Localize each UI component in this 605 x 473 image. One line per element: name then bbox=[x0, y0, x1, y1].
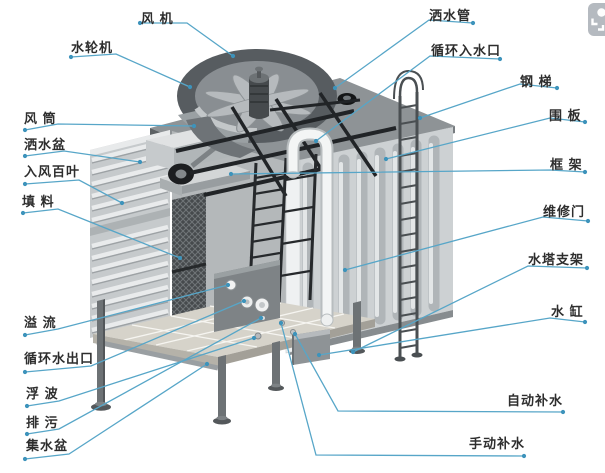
leader-steel-ladder bbox=[419, 83, 558, 119]
leader-fan-stack bbox=[24, 123, 195, 131]
float-valve-fitting bbox=[254, 332, 262, 340]
label-water-turbine: 水轮机 bbox=[71, 40, 114, 55]
inlet-riser-pipe bbox=[286, 127, 334, 327]
leader-lines bbox=[22, 19, 589, 460]
leader-float-valve bbox=[26, 337, 255, 407]
label-drain: 排 污 bbox=[26, 415, 59, 430]
leader-drain bbox=[26, 317, 262, 435]
leader-fill-material bbox=[22, 208, 181, 259]
leader-overflow bbox=[24, 284, 229, 336]
label-enclosure-panel: 围 板 bbox=[549, 108, 582, 123]
label-frame: 框 架 bbox=[550, 157, 583, 172]
label-fill-material: 填 料 bbox=[22, 194, 55, 209]
label-circulating-water-outlet: 循环水出口 bbox=[24, 351, 95, 366]
leader-water-turbine bbox=[70, 53, 191, 88]
label-circulating-water-inlet: 循环入水口 bbox=[431, 43, 502, 58]
label-water-tank: 水 缸 bbox=[551, 304, 584, 319]
label-air-inlet-louver: 入风百叶 bbox=[24, 164, 81, 179]
label-float-valve: 浮 波 bbox=[26, 386, 59, 401]
label-steel-ladder: 钢 梯 bbox=[520, 74, 553, 89]
leader-circulating-water-inlet bbox=[315, 55, 501, 142]
leader-collection-basin bbox=[24, 363, 208, 460]
pipe-end-cap bbox=[320, 313, 334, 327]
label-collection-basin: 集水盆 bbox=[26, 438, 69, 453]
leader-spray-basin bbox=[24, 150, 141, 163]
leader-frame bbox=[230, 169, 586, 175]
label-spray-pipe: 洒水管 bbox=[429, 8, 472, 23]
leader-manual-makeup bbox=[280, 322, 525, 457]
leader-spray-pipe bbox=[334, 19, 474, 89]
photo-watermark-icon bbox=[588, 3, 605, 36]
leader-enclosure-panel bbox=[385, 117, 586, 160]
leader-dots bbox=[20, 20, 591, 462]
leader-fan bbox=[140, 22, 234, 57]
label-spray-basin: 洒水盆 bbox=[24, 137, 67, 152]
label-tower-support: 水塔支架 bbox=[528, 252, 585, 267]
label-fan: 风 机 bbox=[141, 11, 174, 26]
leader-access-door bbox=[344, 216, 589, 271]
fill-material-mesh bbox=[171, 192, 207, 344]
label-auto-makeup-water: 自动补水 bbox=[507, 393, 564, 408]
tower-support-legs bbox=[91, 299, 365, 425]
leader-water-tank bbox=[318, 317, 586, 356]
label-overflow: 溢 流 bbox=[24, 315, 57, 330]
leader-air-inlet-louver bbox=[24, 179, 123, 204]
frame-lattice bbox=[175, 92, 397, 197]
water-tank-box bbox=[292, 329, 330, 365]
cowl-skirt bbox=[186, 116, 256, 158]
label-fan-stack: 风 筒 bbox=[24, 111, 57, 126]
steel-ladder bbox=[393, 69, 424, 362]
label-access-door: 维修门 bbox=[543, 204, 586, 219]
fan-motor-hub bbox=[249, 66, 269, 119]
leader-tower-support bbox=[352, 265, 588, 353]
leader-auto-makeup bbox=[294, 333, 564, 413]
label-manual-makeup-water: 手动补水 bbox=[469, 436, 526, 451]
leader-circulating-water-outlet bbox=[24, 300, 245, 373]
